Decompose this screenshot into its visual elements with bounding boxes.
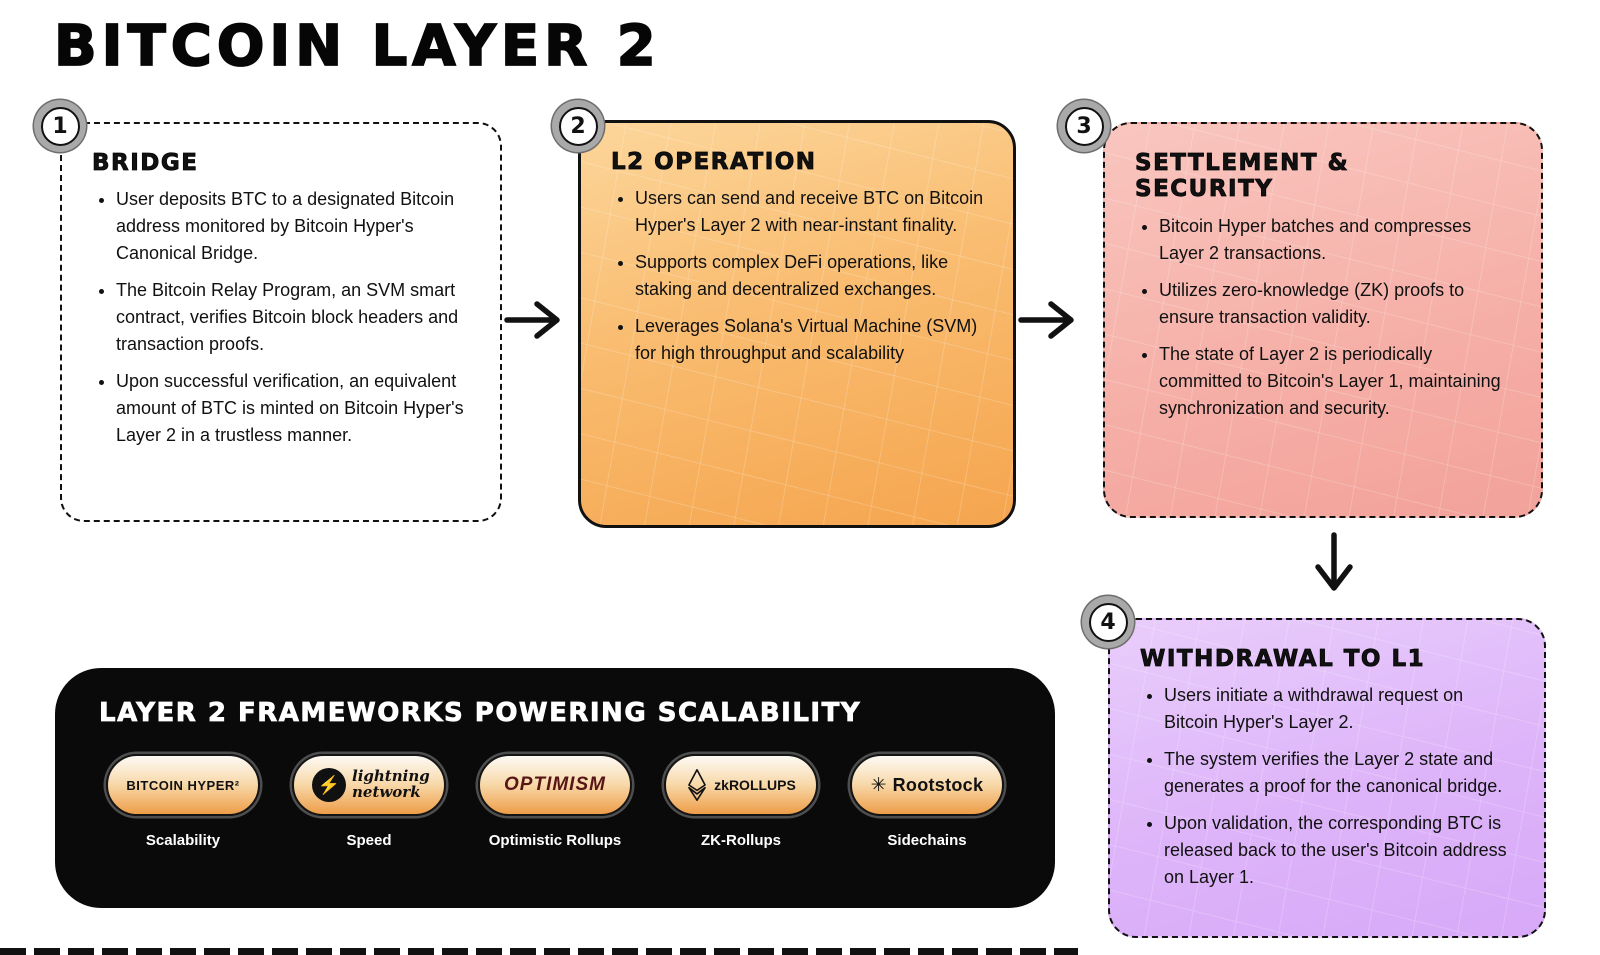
framework-optimism: OPTIMISM Optimistic Rollups <box>471 754 639 849</box>
lightning-network-logo-text: lightning network <box>352 767 430 801</box>
step-badge-2: 2 <box>552 100 604 152</box>
l2-operation-card-title: L2 OPERATION <box>611 149 817 176</box>
step-badge-3: 3 <box>1058 100 1110 152</box>
step-number-3: 3 <box>1064 106 1104 146</box>
bullet-item: Supports complex DeFi operations, like s… <box>635 249 989 303</box>
step-number-2: 2 <box>558 106 598 146</box>
arrow-right-icon <box>504 298 564 347</box>
bullet-item: The state of Layer 2 is periodically com… <box>1159 341 1517 422</box>
rootstock-gear-icon: ✳ <box>870 774 887 796</box>
frameworks-panel: LAYER 2 FRAMEWORKS POWERING SCALABILITY … <box>55 668 1055 908</box>
arrow-right-icon <box>1018 298 1078 347</box>
framework-rootstock: ✳ Rootstock Sidechains <box>843 754 1011 849</box>
framework-label: Speed <box>346 832 392 849</box>
bitcoin-hyper-logo: BITCOIN HYPER² <box>106 754 260 816</box>
frameworks-row: BITCOIN HYPER² Scalability ⚡ lightning n… <box>99 754 1011 849</box>
settlement-security-card-title: SETTLEMENT & SECURITY <box>1135 150 1350 203</box>
bottom-cropped-dashed-line <box>0 948 1078 955</box>
step-badge-4: 4 <box>1082 596 1134 648</box>
withdrawal-card-title: WITHDRAWAL TO L1 <box>1140 646 1426 673</box>
settlement-bullet-list: Bitcoin Hyper batches and compresses Lay… <box>1135 213 1517 422</box>
framework-bitcoin-hyper: BITCOIN HYPER² Scalability <box>99 754 267 849</box>
bullet-item: Users initiate a withdrawal request on B… <box>1164 682 1520 736</box>
bullet-item: The system verifies the Layer 2 state an… <box>1164 746 1520 800</box>
lightning-bolt-icon: ⚡ <box>312 768 346 802</box>
optimism-logo-text: OPTIMISM <box>504 774 606 795</box>
rootstock-logo: ✳ Rootstock <box>850 754 1004 816</box>
bullet-item: User deposits BTC to a designated Bitcoi… <box>116 186 476 267</box>
framework-lightning-network: ⚡ lightning network Speed <box>285 754 453 849</box>
bitcoin-hyper-logo-text: BITCOIN HYPER² <box>126 777 240 793</box>
framework-label: Optimistic Rollups <box>488 832 622 849</box>
arrow-down-icon <box>1312 532 1356 601</box>
bullet-item: Upon successful verification, an equival… <box>116 368 476 449</box>
step-badge-1: 1 <box>34 100 86 152</box>
bridge-card-title: BRIDGE <box>92 150 199 177</box>
framework-label: Sidechains <box>887 832 967 849</box>
bridge-bullet-list: User deposits BTC to a designated Bitcoi… <box>92 186 476 449</box>
zk-rollups-logo: zkROLLUPS <box>664 754 818 816</box>
step-number-1: 1 <box>40 106 80 146</box>
withdrawal-card: WITHDRAWAL TO L1 Users initiate a withdr… <box>1108 618 1546 938</box>
frameworks-panel-title: LAYER 2 FRAMEWORKS POWERING SCALABILITY <box>99 698 862 729</box>
rootstock-logo-text: Rootstock <box>892 774 984 795</box>
withdrawal-bullet-list: Users initiate a withdrawal request on B… <box>1140 682 1520 891</box>
framework-zk-rollups: zkROLLUPS ZK-Rollups <box>657 754 825 849</box>
bullet-item: The Bitcoin Relay Program, an SVM smart … <box>116 277 476 358</box>
bullet-item: Utilizes zero-knowledge (ZK) proofs to e… <box>1159 277 1517 331</box>
optimism-logo: OPTIMISM <box>478 754 632 816</box>
bridge-card: BRIDGE User deposits BTC to a designated… <box>60 122 502 522</box>
bullet-item: Leverages Solana's Virtual Machine (SVM)… <box>635 313 989 367</box>
eth-diamond-icon <box>688 768 707 802</box>
zk-rollups-logo-text: zkROLLUPS <box>714 777 796 793</box>
lightning-network-logo: ⚡ lightning network <box>292 754 446 816</box>
framework-label: Scalability <box>145 832 221 849</box>
bullet-item: Upon validation, the corresponding BTC i… <box>1164 810 1520 891</box>
l2-operation-card: L2 OPERATION Users can send and receive … <box>578 120 1016 528</box>
l2-operation-bullet-list: Users can send and receive BTC on Bitcoi… <box>611 185 989 367</box>
settlement-security-card: SETTLEMENT & SECURITY Bitcoin Hyper batc… <box>1103 122 1543 518</box>
framework-label: ZK-Rollups <box>701 832 781 849</box>
bullet-item: Bitcoin Hyper batches and compresses Lay… <box>1159 213 1517 267</box>
page-title: BITCOIN LAYER 2 <box>53 13 661 80</box>
step-number-4: 4 <box>1088 602 1128 642</box>
bullet-item: Users can send and receive BTC on Bitcoi… <box>635 185 989 239</box>
